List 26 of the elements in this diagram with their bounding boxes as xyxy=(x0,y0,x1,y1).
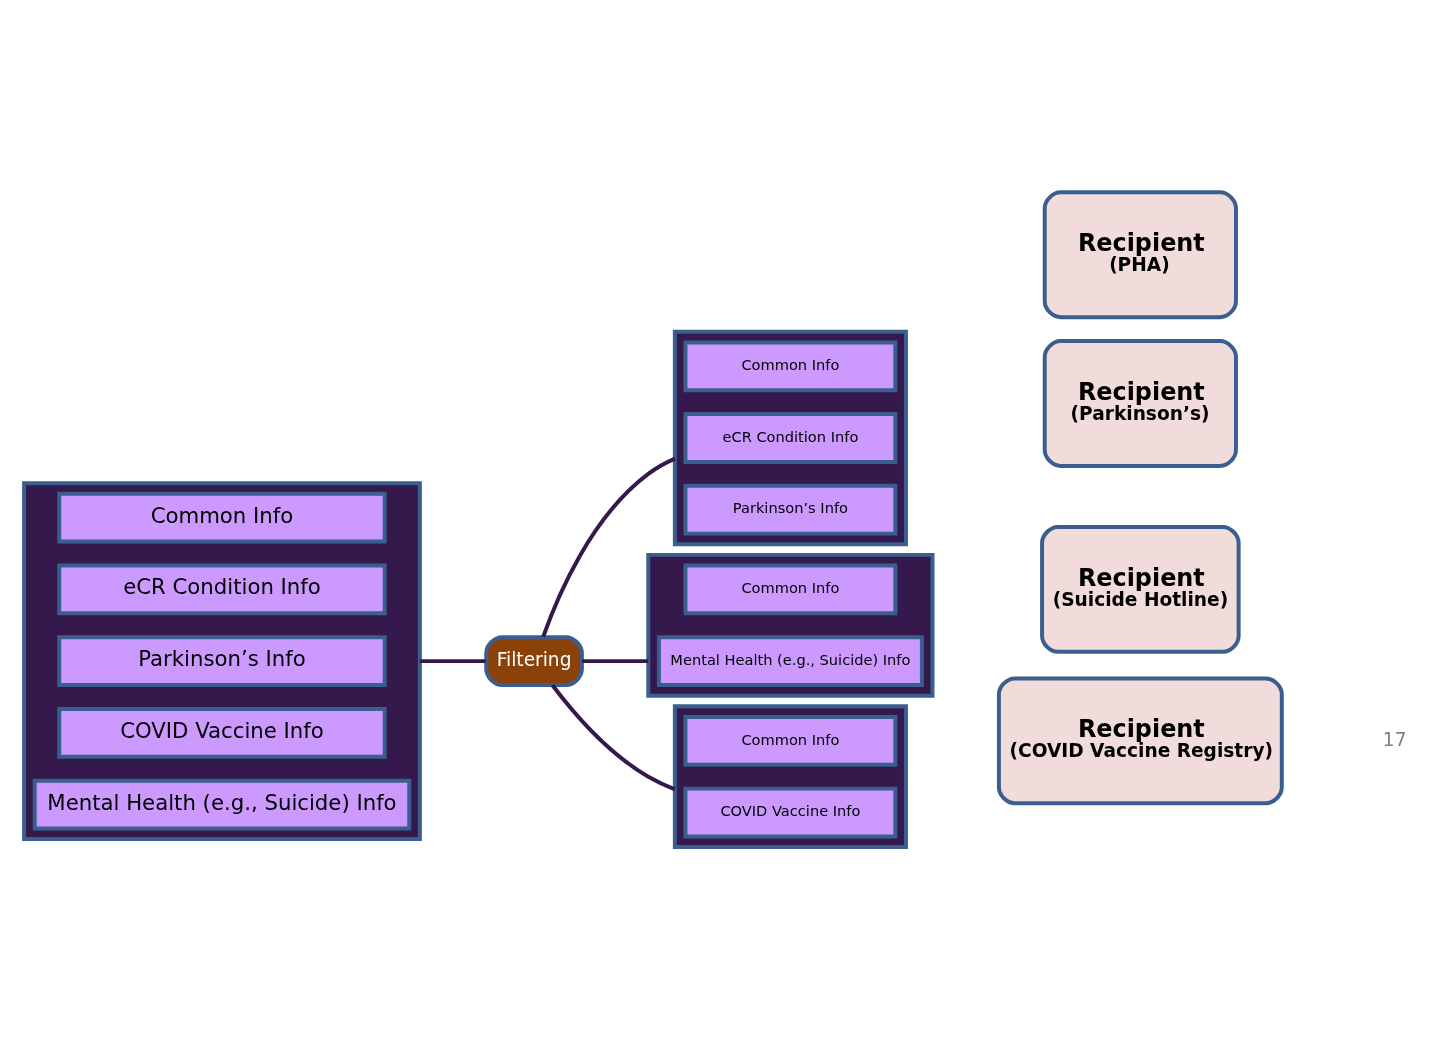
node-box: Parkinson’s Info xyxy=(683,483,898,536)
connector xyxy=(419,659,486,664)
node-box: Recipient (COVID Vaccine Registry) xyxy=(996,676,1284,806)
node-box: Common Info xyxy=(683,714,898,767)
node-box: Recipient (PHA) xyxy=(1042,190,1238,320)
node-box: eCR Condition Info xyxy=(57,563,387,616)
node-box: Common Info xyxy=(683,563,898,616)
node-box: Filtering xyxy=(484,635,584,688)
cluster xyxy=(22,481,422,842)
node-box: Parkinson’s Info xyxy=(57,635,387,688)
cluster xyxy=(646,552,935,698)
node-box: Mental Health (e.g., Suicide) Info xyxy=(32,778,412,831)
cluster xyxy=(672,704,908,850)
node-box: Recipient (Parkinson’s) xyxy=(1042,339,1238,468)
node-box: Mental Health (e.g., Suicide) Info xyxy=(656,635,924,688)
node-box: eCR Condition Info xyxy=(683,412,898,464)
node-box: COVID Vaccine Info xyxy=(683,786,898,839)
connector xyxy=(541,456,676,638)
node-box: Common Info xyxy=(683,340,898,393)
label: 17 xyxy=(1382,728,1407,750)
node-box: COVID Vaccine Info xyxy=(57,706,387,759)
node-box: Common Info xyxy=(57,491,387,544)
connector xyxy=(581,659,649,664)
cluster xyxy=(672,329,908,547)
connector xyxy=(550,684,676,792)
node-box: Recipient (Suicide Hotline) xyxy=(1040,525,1241,654)
